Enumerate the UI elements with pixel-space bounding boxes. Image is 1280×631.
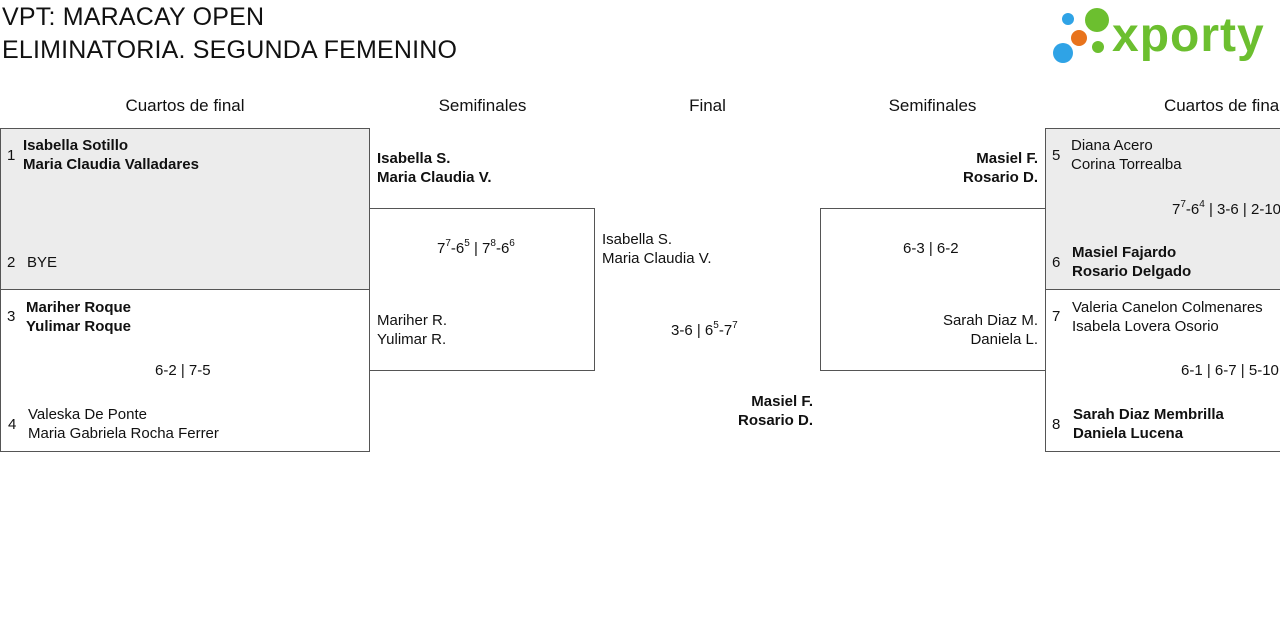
seed-number: 5 [1052,147,1061,164]
player-name: Corina Torrealba [1071,156,1182,173]
round-left-semifinals: Semifinales [438,96,527,115]
round-right-semifinals: Semifinales [888,96,977,115]
logo-dots-icon [1053,8,1109,63]
match-box-left-sf [369,208,595,371]
player-name: Rosario Delgado [1072,263,1192,280]
player-name: Isabella Sotillo [23,137,129,154]
player-name: Maria Claudia Valladares [23,156,199,173]
match-box-qf4 [1045,289,1280,452]
match-score: 6-3 | 6-2 [903,240,959,257]
player-name: Sarah Diaz Membrilla [1073,406,1224,423]
match-score: 77-65 | 78-66 [437,238,515,258]
player-name: Isabella S. [377,150,451,167]
player-name: Maria Claudia V. [602,250,712,267]
seed-number: 6 [1052,254,1061,271]
player-name: Diana Acero [1071,137,1153,154]
player-name: Masiel Fajardo [1072,244,1177,261]
player-name: Masiel F. [976,150,1038,167]
match-score: 6-2 | 7-5 [155,362,211,379]
seed-number: 7 [1052,308,1061,325]
right-quarterfinals-area: 5 Diana Acero Corina Torrealba 77-64 | 3… [1045,128,1280,452]
player-name: Daniela L. [970,331,1038,348]
player-name: Sarah Diaz M. [942,312,1038,329]
player-name: Rosario D. [737,412,813,429]
player-name: Daniela Lucena [1073,425,1184,442]
player-name: Isabela Lovera Osorio [1072,318,1219,335]
player-name: Yulimar Roque [26,318,132,335]
round-left-quarterfinals: Cuartos de final [125,96,245,115]
player-name: Mariher R. [377,312,448,329]
player-name: Maria Claudia V. [377,169,492,186]
player-name: Yulimar R. [377,331,447,348]
seed-number: 2 [7,254,16,271]
seed-number: 4 [8,416,17,433]
match-score: 3-6 | 65-77 [671,320,738,340]
match-score: 77-64 | 3-6 | 2-10 [1172,199,1280,219]
player-name: Isabella S. [602,231,673,248]
page-title: VPT: MARACAY OPEN [2,3,265,31]
match-box-qf1 [0,128,370,290]
match-score: 6-1 | 6-7 | 5-10 [1181,362,1279,379]
player-name: Rosario D. [962,169,1038,186]
xporty-logo: xporty [1050,4,1276,68]
round-right-quarterfinals: Cuartos de final [1163,96,1280,115]
player-name: Valeria Canelon Colmenares [1072,299,1263,316]
player-name: Valeska De Ponte [28,406,147,423]
page-subtitle: ELIMINATORIA. SEGUNDA FEMENINO [2,36,458,64]
player-name: Maria Gabriela Rocha Ferrer [28,425,219,442]
player-name: BYE [27,254,58,271]
logo-text: xporty [1112,9,1265,62]
seed-number: 1 [7,147,16,164]
seed-number: 3 [7,308,16,325]
player-name: Mariher Roque [26,299,132,316]
round-final: Final [689,96,726,115]
player-name: Masiel F. [751,393,813,410]
seed-number: 8 [1052,416,1061,433]
